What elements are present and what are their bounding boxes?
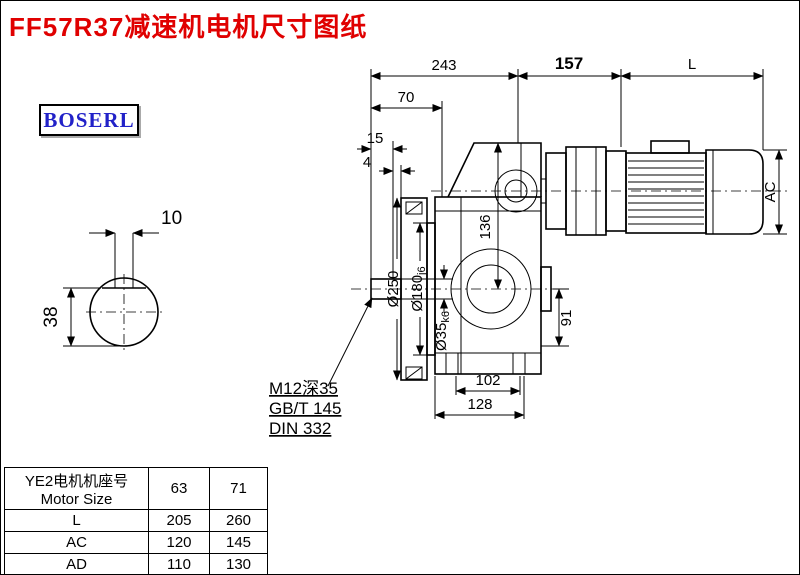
table-row: L 205 260 — [4, 509, 268, 532]
note-gb: GB/T 145 — [269, 399, 341, 418]
dim-91: 91 — [558, 310, 575, 327]
note-din: DIN 332 — [269, 419, 331, 438]
dim-70: 70 — [398, 89, 415, 106]
header-frame-71: 71 — [209, 467, 268, 510]
motor — [625, 140, 764, 235]
row-AD-label: AD — [4, 553, 149, 574]
row-L-val-63: 205 — [148, 509, 210, 532]
shaft-cross-section: 10 38 — [41, 208, 182, 350]
technical-drawing: 10 38 — [41, 54, 789, 438]
dim-spigot-fit: j6 — [416, 266, 428, 276]
dimensions: 243 157 L 70 15 4 AC 136 — [357, 54, 787, 419]
row-AC-val-71: 145 — [209, 531, 268, 554]
table-row: AC 120 145 — [4, 531, 268, 554]
dim-shaft-fit: k6 — [440, 311, 452, 323]
boserl-logo: BOSERL — [39, 104, 139, 136]
dim-shaft-main: Ø35 — [433, 323, 450, 351]
dim-243: 243 — [431, 57, 456, 74]
dim-flange-dia: Ø250 — [385, 271, 402, 308]
dim-L: L — [688, 56, 696, 73]
table-row: AD 110 130 — [4, 553, 268, 574]
header-motor-size: YE2电机机座号 Motor Size — [4, 467, 149, 510]
dim-4: 4 — [363, 154, 371, 171]
dim-spigot-main: Ø180 — [409, 275, 426, 312]
dim-128: 128 — [467, 396, 492, 413]
row-L-label: L — [4, 509, 149, 532]
dim-key-height: 38 — [41, 306, 62, 327]
fan-cover — [705, 149, 764, 235]
terminal-box — [650, 140, 690, 154]
header-motor-size-cn: YE2电机机座号 — [24, 472, 129, 490]
page-title: FF57R37减速机电机尺寸图纸 — [9, 12, 368, 42]
note-tap: M12深35 — [269, 379, 338, 398]
header-frame-63: 63 — [148, 467, 210, 510]
row-AC-val-63: 120 — [148, 531, 210, 554]
motor-body — [625, 152, 707, 234]
gearbox-front-view — [351, 140, 789, 381]
motor-adapter — [545, 146, 627, 236]
table-header-row: YE2电机机座号 Motor Size 63 71 — [4, 467, 268, 510]
row-AC-label: AC — [4, 531, 149, 554]
dim-AC: AC — [762, 181, 779, 202]
dim-shaft-dia: Ø35k6 — [433, 311, 452, 351]
boserl-logo-text: BOSERL — [43, 107, 135, 132]
dim-15: 15 — [367, 130, 384, 147]
row-AD-val-63: 110 — [148, 553, 210, 574]
dim-157: 157 — [555, 54, 583, 73]
dim-102: 102 — [475, 372, 500, 389]
header-motor-size-en: Motor Size — [40, 490, 113, 508]
dim-136: 136 — [477, 214, 494, 239]
dim-key-width: 10 — [161, 208, 182, 229]
row-AD-val-71: 130 — [209, 553, 268, 574]
row-L-val-71: 260 — [209, 509, 268, 532]
dim-spigot-dia: Ø180j6 — [409, 266, 428, 311]
thread-notes: M12深35 GB/T 145 DIN 332 — [269, 297, 373, 438]
dimension-table: YE2电机机座号 Motor Size 63 71 L 205 260 AC 1… — [4, 467, 268, 574]
